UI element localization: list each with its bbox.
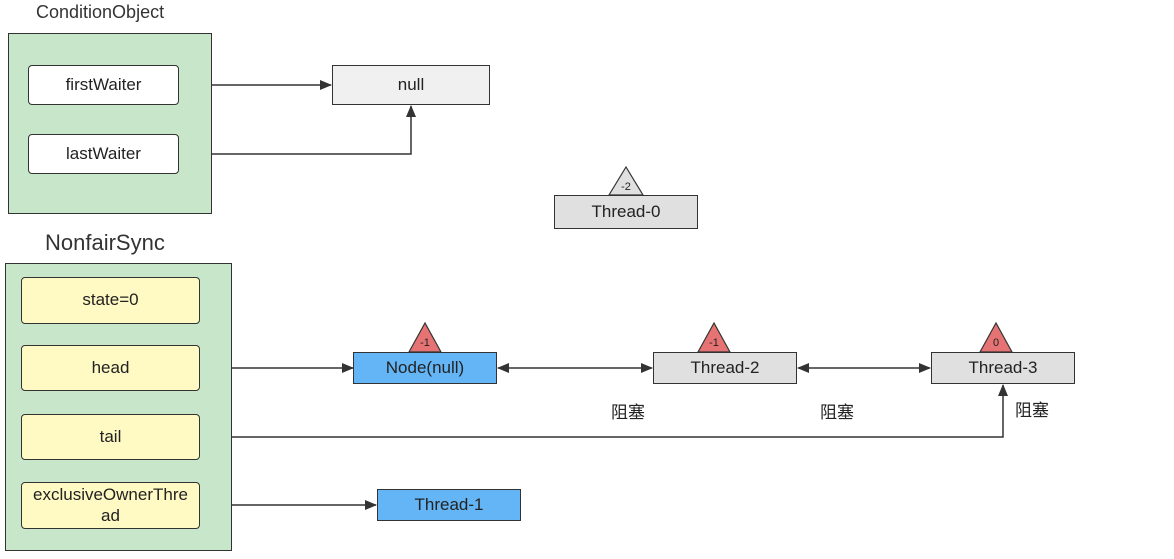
thread3-box: Thread-3	[931, 352, 1075, 384]
blocked-label: 阻塞	[611, 403, 645, 422]
tail-field: tail	[21, 414, 200, 460]
node-null-box: Node(null)	[353, 352, 497, 384]
null-box: null	[332, 65, 490, 105]
thread1-box: Thread-1	[377, 489, 521, 521]
condition-object-panel	[8, 33, 212, 214]
condition-object-title: ConditionObject	[36, 2, 165, 22]
tail-arrow	[200, 384, 1008, 438]
state-field: state=0	[21, 277, 200, 324]
thread0-box: Thread-0	[554, 195, 698, 229]
exclusive-owner-field: exclusiveOwnerThread	[21, 482, 200, 529]
last-waiter-arrow	[178, 105, 416, 155]
blocked-label: 阻塞	[1015, 401, 1049, 420]
thread2-box: Thread-2	[653, 352, 797, 384]
last-waiter-field: lastWaiter	[28, 134, 179, 174]
nonfair-sync-title: NonfairSync	[45, 230, 165, 255]
head-field: head	[21, 345, 200, 391]
blocked-label: 阻塞	[820, 403, 854, 422]
first-waiter-field: firstWaiter	[28, 65, 179, 105]
